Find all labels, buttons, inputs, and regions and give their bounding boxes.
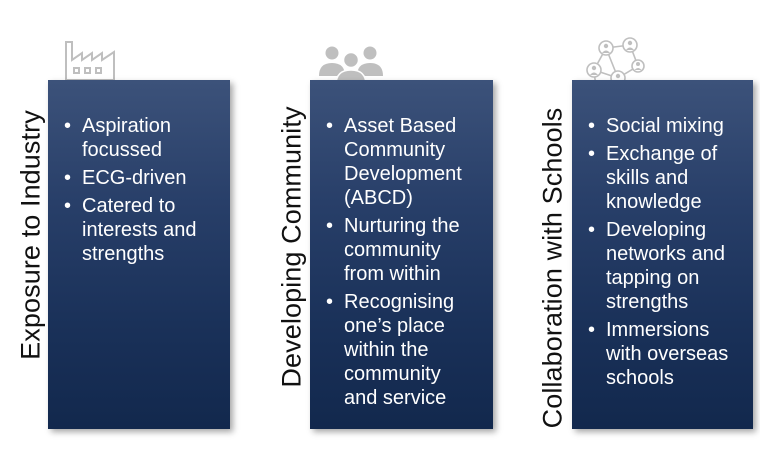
bullet-list: Asset Based Community Development (ABCD)… (310, 80, 493, 410)
bullet-list: Aspiration focussed ECG-driven Catered t… (48, 80, 230, 266)
list-item: Immersions with overseas schools (588, 318, 739, 390)
column-box-collaboration-with-schools: Social mixing Exchange of skills and kno… (572, 80, 753, 429)
column-box-exposure-to-industry: Aspiration focussed ECG-driven Catered t… (48, 80, 230, 429)
bullet-list: Social mixing Exchange of skills and kno… (572, 80, 753, 390)
list-item: Nurturing the community from within (326, 214, 479, 286)
column-box-developing-community: Asset Based Community Development (ABCD)… (310, 80, 493, 429)
list-item: Asset Based Community Development (ABCD) (326, 114, 479, 210)
list-item: Developing networks and tapping on stren… (588, 218, 739, 314)
network-people-icon (578, 34, 650, 96)
column-title-exposure-to-industry: Exposure to Industry (15, 110, 46, 360)
list-item: Social mixing (588, 114, 739, 138)
list-item: Recognising one’s place within the commu… (326, 290, 479, 410)
column-title-collaboration-with-schools: Collaboration with Schools (537, 107, 568, 429)
list-item: ECG-driven (64, 166, 216, 190)
list-item: Aspiration focussed (64, 114, 216, 162)
list-item: Catered to interests and strengths (64, 194, 216, 266)
column-title-developing-community: Developing Community (276, 106, 307, 388)
factory-icon (60, 38, 118, 82)
list-item: Exchange of skills and knowledge (588, 142, 739, 214)
